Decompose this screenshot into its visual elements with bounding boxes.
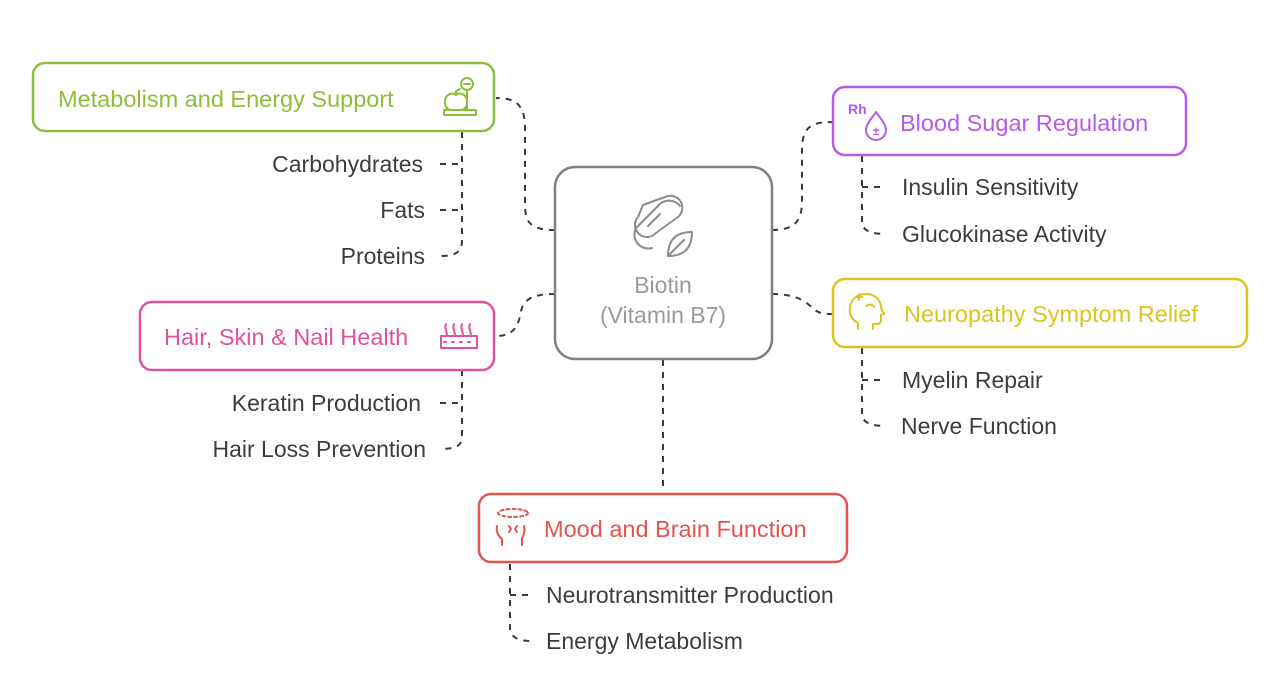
- node-metabolism: Metabolism and Energy Support: [31, 61, 496, 133]
- node-hair: Hair, Skin & Nail Health: [138, 300, 496, 372]
- scale-apple-icon: [443, 77, 477, 116]
- hair-item-2: Hair Loss Prevention: [213, 436, 427, 462]
- node-neuropathy: Neuropathy Symptom Relief: [831, 277, 1249, 349]
- mood-item-2: Energy Metabolism: [546, 628, 743, 654]
- mood-box: [477, 492, 849, 564]
- head-cross-icon: [848, 293, 885, 330]
- mood-title: Mood and Brain Function: [544, 516, 807, 542]
- metabolism-item-2: Fats: [380, 197, 425, 223]
- hair-title: Hair, Skin & Nail Health: [164, 324, 408, 350]
- center-box: [553, 165, 774, 361]
- connector-neuropathy-items: [861, 348, 887, 427]
- center-title-line2: (Vitamin B7): [600, 302, 726, 328]
- neuropathy-title: Neuropathy Symptom Relief: [904, 301, 1198, 327]
- connector-center-neuropathy: [771, 293, 834, 315]
- center-title-line1: Biotin: [634, 272, 692, 298]
- blood-sugar-title: Blood Sugar Regulation: [900, 110, 1148, 136]
- plus-minus-sign: ±: [873, 124, 880, 138]
- node-blood-sugar: Blood Sugar Regulation Rh ±: [831, 85, 1188, 157]
- hair-box: [138, 300, 496, 372]
- hair-follicle-icon: [440, 323, 478, 349]
- connector-center-hair: [495, 293, 556, 337]
- metabolism-item-1: Carbohydrates: [272, 151, 423, 177]
- connector-center-metabolism: [495, 97, 556, 231]
- node-mood: Mood and Brain Function: [477, 492, 849, 564]
- blood-drop-rh-icon: Rh ±: [848, 101, 887, 141]
- hair-item-1: Keratin Production: [232, 390, 421, 416]
- center-node: Biotin (Vitamin B7): [553, 165, 774, 361]
- metabolism-title: Metabolism and Energy Support: [58, 86, 394, 112]
- connector-blood-sugar-items: [861, 156, 887, 235]
- blood-sugar-box: [831, 85, 1188, 157]
- blood-sugar-item-1: Insulin Sensitivity: [902, 174, 1079, 200]
- metabolism-box: [31, 61, 496, 133]
- mood-item-1: Neurotransmitter Production: [546, 582, 834, 608]
- connector-mood-items: [509, 564, 533, 642]
- capsule-leaf-icon: [633, 194, 693, 257]
- connectors: [439, 97, 887, 642]
- connector-metabolism-items: [439, 132, 463, 257]
- dizzy-head-icon: [495, 508, 529, 546]
- neuropathy-item-1: Myelin Repair: [902, 367, 1043, 393]
- connector-hair-items: [439, 370, 463, 450]
- neuropathy-item-2: Nerve Function: [901, 413, 1057, 439]
- blood-sugar-item-2: Glucokinase Activity: [902, 221, 1107, 247]
- connector-center-blood-sugar: [771, 121, 834, 231]
- rh-label: Rh: [848, 101, 867, 117]
- neuropathy-box: [831, 277, 1249, 349]
- metabolism-item-3: Proteins: [341, 243, 425, 269]
